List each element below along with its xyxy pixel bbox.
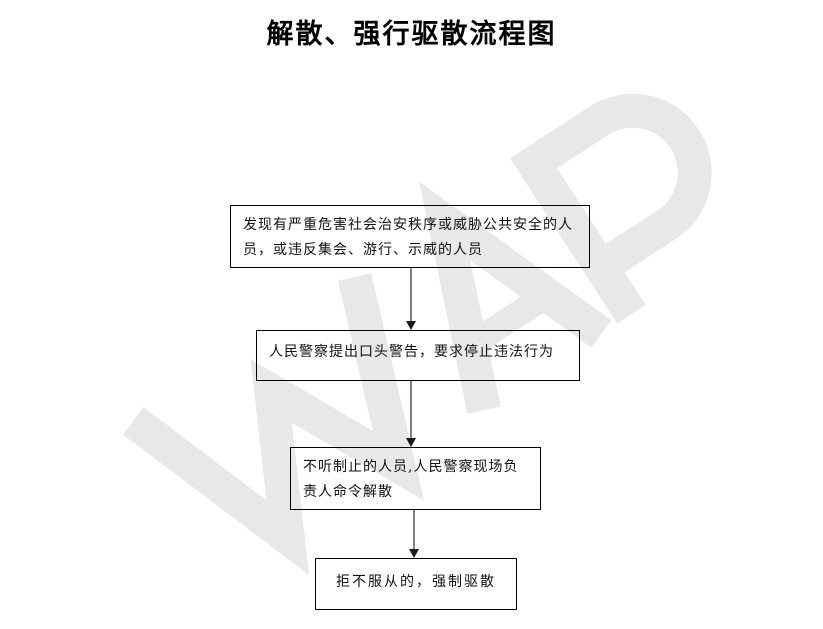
flow-node-4-label: 拒不服从的，强制驱散	[336, 574, 496, 590]
arrowhead-down-icon	[409, 549, 419, 558]
connector-shaft	[410, 381, 412, 439]
flow-node-2-label: 人民警察提出口头警告，要求停止违法行为	[269, 344, 554, 360]
arrowhead-down-icon	[406, 438, 416, 447]
connector-shaft	[413, 510, 415, 550]
flow-connector-1	[406, 268, 416, 330]
flow-connector-2	[406, 381, 416, 447]
flow-node-3: 不听制止的人员,人民警察现场负责人命令解散	[290, 447, 541, 510]
flow-node-4: 拒不服从的，强制驱散	[315, 558, 517, 610]
flow-node-3-label: 不听制止的人员,人民警察现场负责人命令解散	[303, 459, 519, 500]
page-title: 解散、强行驱散流程图	[266, 19, 557, 50]
flow-connector-3	[409, 510, 419, 558]
arrowhead-down-icon	[406, 321, 416, 330]
flow-node-1: 发现有严重危害社会治安秩序或威胁公共安全的人员，或违反集会、游行、示威的人员	[230, 205, 590, 268]
flow-node-1-label: 发现有严重危害社会治安秩序或威胁公共安全的人员，或违反集会、游行、示威的人员	[243, 217, 573, 258]
flow-node-2: 人民警察提出口头警告，要求停止违法行为	[256, 330, 580, 381]
connector-shaft	[410, 268, 412, 322]
